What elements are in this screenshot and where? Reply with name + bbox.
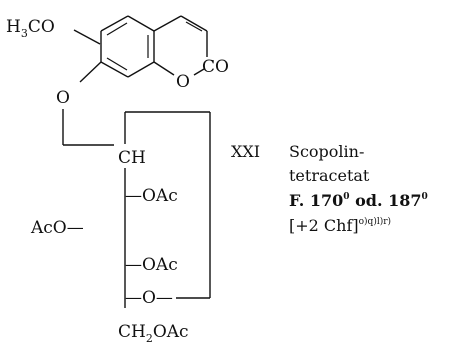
lactone-ring-o: O xyxy=(176,72,190,92)
compound-name-line1: Scopolin- xyxy=(289,142,364,161)
benzene-ring xyxy=(100,15,155,78)
aco-group: AcO— xyxy=(30,218,84,238)
oac-group-1: —OAc xyxy=(125,186,178,206)
solvate-and-references: [+2 Chf]o)q)l)r) xyxy=(289,216,391,235)
ether-bond-upper xyxy=(79,61,102,83)
compound-number: XXI xyxy=(231,142,260,161)
pyrone-ring xyxy=(153,15,208,76)
oac-group-2: —OAc xyxy=(125,255,178,275)
methoxy-bond xyxy=(73,29,101,45)
anomeric-ch: CH xyxy=(118,148,146,168)
melting-point: F. 1700 od. 1870 xyxy=(289,191,428,210)
compound-name-line2: tetracetat xyxy=(289,166,370,185)
methoxy-label: H3CO xyxy=(6,17,55,40)
ether-o: O xyxy=(56,88,70,108)
carbonyl-co: CO xyxy=(202,57,229,77)
ch2oac-group: CH2OAc xyxy=(118,322,189,345)
pyranose-ring-o: —O— xyxy=(125,288,173,308)
